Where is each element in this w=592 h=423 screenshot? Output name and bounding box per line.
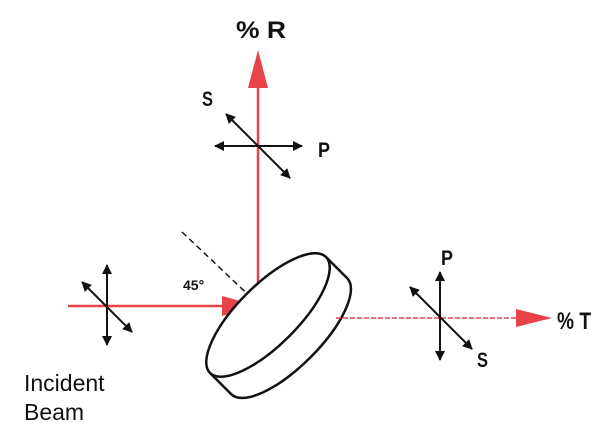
- p-polarization-label-transmitted: P: [441, 247, 453, 270]
- s-polarization-label-reflected: S: [202, 88, 213, 111]
- reflected-polarization-arrows: [214, 113, 303, 179]
- incidence-angle-label: 45°: [183, 277, 204, 293]
- surface-normal-dashed-line: [181, 231, 259, 305]
- transmitted-polarization-arrows: [409, 271, 473, 361]
- s-polarization-label-transmitted: S: [477, 349, 488, 372]
- incident-polarization-arrows: [81, 264, 133, 346]
- p-polarization-label-reflected: P: [318, 139, 330, 162]
- incident-beam-label-line1: Incident: [24, 370, 105, 396]
- incident-beam-label-line2: Beam: [24, 399, 84, 423]
- transmitted-percent-label: % T: [557, 308, 591, 335]
- transmitted-beam: [336, 309, 552, 327]
- beamsplitter-disk: [205, 252, 353, 400]
- reflected-percent-label: % R: [236, 17, 286, 44]
- reflected-beam: [248, 50, 268, 304]
